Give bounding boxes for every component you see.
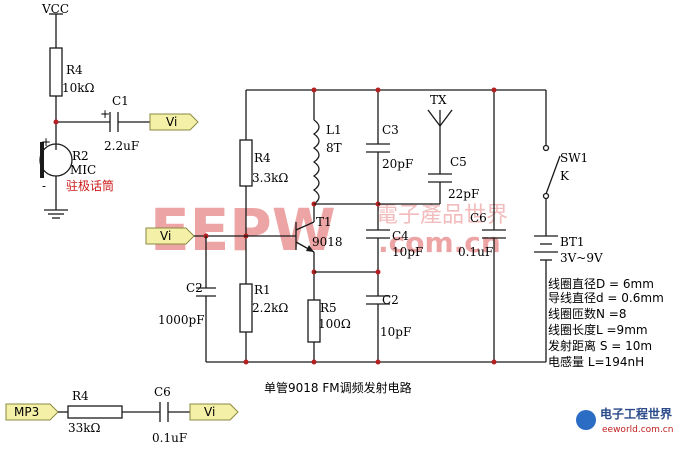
c6-mp3-value: 0.1uF — [152, 431, 187, 445]
c2b-ground-junction — [375, 359, 381, 365]
r4-mic-name: R4 — [66, 63, 83, 77]
r5-value: 100Ω — [318, 317, 351, 331]
mic-minus: - — [42, 179, 46, 193]
vi-port-mp3: Vi — [189, 403, 239, 421]
vi-port-mic-label: Vi — [166, 115, 177, 129]
c2a-value: 1000pF — [158, 313, 205, 327]
transistor-t1 — [295, 221, 315, 253]
vcc-label: VCC — [41, 2, 69, 16]
r4-mp3-resistor — [67, 405, 123, 419]
mic-label: MIC — [70, 163, 96, 177]
coil-notes: 线圈直径D = 6mm 导线直径d = 0.6mm 线圈匝数N =8 线圈长度L… — [548, 277, 664, 369]
eeworld-logo-icon — [576, 410, 596, 430]
eeworld-logo-cn: 电子工程世界 — [600, 406, 672, 421]
note-coil-length: 线圈长度L =9mm — [548, 322, 648, 337]
sw1-contact-top — [542, 144, 550, 152]
mic-section: VCC R4 10kΩ + C1 2.2uF Vi + - R2 MIC 驻极话… — [39, 2, 199, 219]
sw1-lever — [545, 155, 561, 195]
c4-name: C4 — [392, 229, 409, 243]
r4-name: R4 — [254, 151, 271, 165]
eeworld-logo: 电子工程世界 eeworld.com.cn — [576, 406, 673, 435]
antenna-icon — [427, 109, 453, 174]
r4-mic-value: 10kΩ — [62, 81, 95, 95]
c1-value: 2.2uF — [104, 139, 139, 153]
mp3-port: MP3 — [5, 403, 59, 421]
mic-junction — [53, 119, 59, 125]
r1-ground-junction — [243, 359, 249, 365]
l1-top-junction — [311, 87, 317, 93]
vi-port-mic: Vi — [149, 113, 199, 131]
main-circuit: R4 3.3kΩ Vi C2 1000pF R1 2.2kΩ L1 8T — [145, 87, 603, 365]
note-inductance: 电感量 L=194nH — [548, 354, 644, 369]
bt1-name: BT1 — [560, 235, 584, 249]
c3-name: C3 — [382, 123, 399, 137]
note-range: 发射距离 S = 10m — [548, 338, 652, 353]
c1-name: C1 — [112, 94, 129, 108]
r1-name: R1 — [254, 283, 271, 297]
vi-port-main-label: Vi — [160, 229, 171, 243]
watermark-cn: 電子產品世界 — [376, 203, 508, 228]
eeworld-logo-url: eeworld.com.cn — [602, 425, 673, 435]
vi-port-main: Vi — [145, 227, 195, 245]
c6-mp3-name: C6 — [154, 385, 171, 399]
c6-ground-junction — [491, 359, 497, 365]
r5-name: R5 — [320, 301, 337, 315]
r5-ground-junction — [311, 359, 317, 365]
mp3-section: MP3 R4 33kΩ C6 0.1uF Vi — [5, 385, 239, 445]
c5-value: 22pF — [448, 187, 479, 201]
r4-resistor — [239, 139, 253, 187]
r2-mic-name: R2 — [72, 149, 89, 163]
watermark-site: .com.cn — [378, 226, 501, 259]
note-turns: 线圈匝数N =8 — [548, 306, 626, 321]
c6-value: 0.1uF — [458, 245, 493, 259]
c5-name: C5 — [450, 155, 467, 169]
diagram-title: 单管9018 FM调频发射电路 — [264, 380, 412, 395]
vi-port-mp3-label: Vi — [204, 405, 215, 419]
t1-value: 9018 — [312, 235, 343, 249]
bt1-value: 3V~9V — [560, 251, 603, 265]
c3-top-junction — [375, 87, 381, 93]
r4-mp3-name: R4 — [72, 389, 89, 403]
r4-mic-resistor — [49, 47, 63, 97]
r1-value: 2.2kΩ — [252, 301, 288, 315]
c3-value: 20pF — [382, 157, 413, 171]
c2b-name: C2 — [382, 293, 399, 307]
c1-plus: + — [100, 107, 110, 121]
note-wire-diameter: 导线直径d = 0.6mm — [548, 291, 664, 305]
r1-resistor — [239, 283, 253, 333]
sw1-contact-bottom — [542, 192, 550, 200]
sw1-name: SW1 — [560, 151, 588, 165]
ground-icon — [44, 209, 68, 219]
c2b-value: 10pF — [380, 325, 411, 339]
tx-label: TX — [430, 93, 447, 107]
c6-name: C6 — [470, 211, 487, 225]
c2a-name: C2 — [186, 281, 203, 295]
mp3-port-label: MP3 — [14, 405, 39, 419]
note-coil-diameter: 线圈直径D = 6mm — [548, 277, 654, 291]
l1-inductor — [312, 119, 320, 205]
c6-top-junction — [491, 87, 497, 93]
mic-description: 驻极话筒 — [66, 178, 114, 193]
l1-name: L1 — [326, 123, 342, 137]
mic-plus: + — [41, 135, 51, 149]
t1-name: T1 — [316, 215, 332, 229]
r4-value: 3.3kΩ — [252, 171, 288, 185]
c4-value: 10pF — [392, 245, 423, 259]
eepw-watermark: EEPW .com.cn 電子產品世界 — [150, 196, 508, 264]
l1-value: 8T — [326, 141, 342, 155]
r4-mp3-value: 33kΩ — [68, 421, 101, 435]
battery-icon — [534, 235, 558, 261]
sw1-k: K — [560, 169, 570, 183]
c4-c2b-junction — [375, 269, 381, 275]
